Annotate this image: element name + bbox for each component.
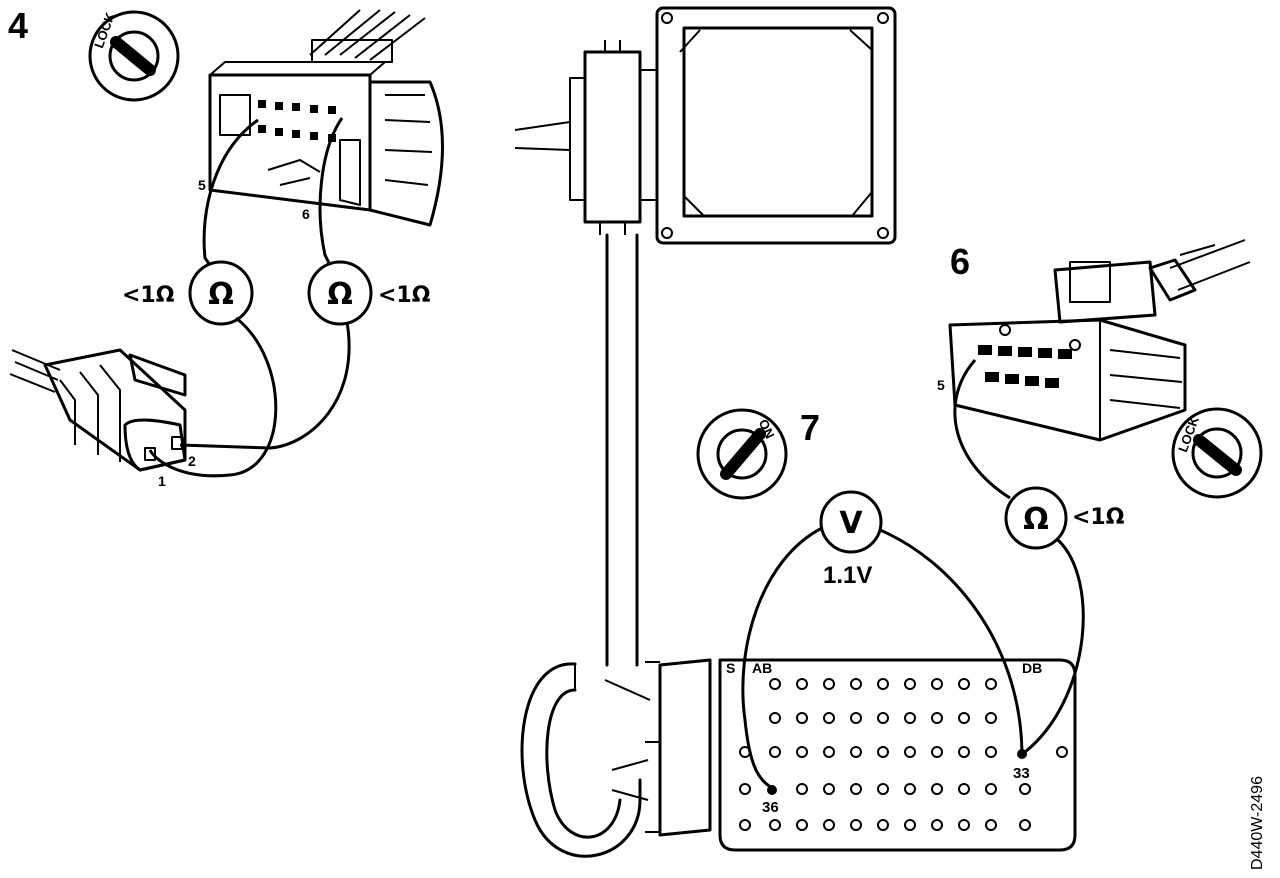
box-pin-hole: [877, 712, 889, 724]
key-label-step6: LOCK: [1175, 414, 1202, 454]
box-pin-hole: [850, 746, 862, 758]
connector-step6: [948, 239, 1251, 442]
box-pin-hole: [985, 712, 997, 724]
voltmeter-wire-to-pin-36: [741, 526, 823, 790]
box-pin-hole: [769, 819, 781, 831]
box-pin-hole: [958, 783, 970, 795]
ignition-key-on-icon-step7: ON: [696, 408, 788, 500]
box-pin-hole: [985, 678, 997, 690]
box-pin-hole: [931, 746, 943, 758]
probe-wire-step4-d: [179, 321, 351, 450]
connector6-pin-5-label: 5: [937, 377, 945, 393]
box-pin-hole: [904, 678, 916, 690]
harness-trunk: [520, 233, 712, 858]
box-pin-hole: [823, 783, 835, 795]
box-pin-hole: [985, 819, 997, 831]
box-pin-hole: [796, 678, 808, 690]
breakout-box: [718, 658, 1077, 852]
probe-wire-step6-a: [953, 359, 1011, 500]
box-pin-hole: [1019, 783, 1031, 795]
box-pin-hole: [739, 783, 751, 795]
sensor-connector-step4: [9, 348, 187, 472]
box-pin-hole: [877, 819, 889, 831]
box-pin-hole: [850, 678, 862, 690]
box-pin-hole: [1056, 746, 1068, 758]
box-pin-hole: [823, 819, 835, 831]
probe-point-pin-36: [767, 785, 777, 795]
box-pin-hole: [958, 746, 970, 758]
box-pin-hole: [850, 819, 862, 831]
ignition-key-lock-icon-step4: LOCK: [88, 10, 180, 102]
ohmmeter-step6: Ω: [1004, 486, 1068, 550]
box-pin-hole: [769, 678, 781, 690]
box-pin-33-label: 33: [1013, 765, 1030, 782]
probe-point-pin-33: [1017, 749, 1027, 759]
step-4-number: 4: [8, 5, 28, 46]
box-pin-hole: [796, 819, 808, 831]
ecm-pin-5-label: 5: [198, 177, 206, 193]
box-pin-hole: [958, 819, 970, 831]
voltage-value: 1.1V: [823, 562, 872, 589]
step-7-number: 7: [800, 407, 820, 448]
voltmeter-wire-to-pin-33: [879, 528, 1024, 753]
box-pin-hole: [931, 712, 943, 724]
ohmmeter-left-step4: Ω: [188, 260, 254, 326]
box-pin-hole: [904, 712, 916, 724]
sensor-pin-1-label: 1: [158, 473, 166, 489]
ohm-symbol-left: Ω: [208, 277, 234, 312]
box-pin-hole: [796, 746, 808, 758]
ohmmeter-right-step4: Ω: [307, 260, 373, 326]
box-pin-hole: [958, 678, 970, 690]
box-label-ab: AB: [752, 660, 772, 676]
box-pin-hole: [850, 783, 862, 795]
drawing-reference: D440W-2496: [1249, 776, 1266, 870]
box-pin-hole: [904, 746, 916, 758]
box-pin-hole: [877, 746, 889, 758]
box-pin-hole: [931, 819, 943, 831]
box-pin-hole: [958, 712, 970, 724]
resistance-value-left: <1Ω: [122, 283, 175, 308]
resistance-value-right: <1Ω: [378, 283, 431, 308]
box-pin-hole: [877, 783, 889, 795]
box-pin-hole: [769, 746, 781, 758]
box-pin-hole: [904, 783, 916, 795]
box-pin-hole: [823, 678, 835, 690]
box-pin-hole: [904, 819, 916, 831]
box-label-db: DB: [1022, 660, 1042, 676]
box-pin-hole: [850, 712, 862, 724]
ecm-pin-6-label: 6: [302, 206, 310, 222]
ohm-symbol-right: Ω: [327, 277, 353, 312]
box-pin-hole: [796, 712, 808, 724]
box-label-s: S: [726, 660, 735, 676]
sensor-pin-2-label: 2: [188, 453, 196, 469]
box-pin-hole: [739, 819, 751, 831]
box-pin-hole: [823, 746, 835, 758]
step-6-number: 6: [950, 241, 970, 282]
box-pin-hole: [985, 746, 997, 758]
probe-wire-step4-b: [318, 117, 344, 266]
box-pin-hole: [769, 712, 781, 724]
probe-wire-step6-b: [1024, 538, 1085, 754]
box-pin-36-label: 36: [762, 799, 779, 816]
volt-symbol: V: [839, 506, 863, 541]
box-pin-hole: [823, 712, 835, 724]
resistance-value-step6: <1Ω: [1072, 505, 1125, 530]
box-pin-hole: [877, 678, 889, 690]
voltmeter-step7: V: [819, 490, 883, 554]
box-pin-hole: [931, 783, 943, 795]
ignition-key-lock-icon-step6: LOCK: [1171, 407, 1263, 499]
ecm-connector-step4: [208, 9, 444, 227]
box-pin-hole: [1019, 819, 1031, 831]
ohm-symbol-step6: Ω: [1023, 502, 1049, 537]
ecm-module: [514, 6, 897, 245]
box-pin-hole: [796, 783, 808, 795]
box-pin-hole: [931, 678, 943, 690]
key-label-step7: ON: [756, 417, 778, 441]
probe-wire-step4-a: [202, 118, 259, 266]
box-pin-hole: [985, 783, 997, 795]
